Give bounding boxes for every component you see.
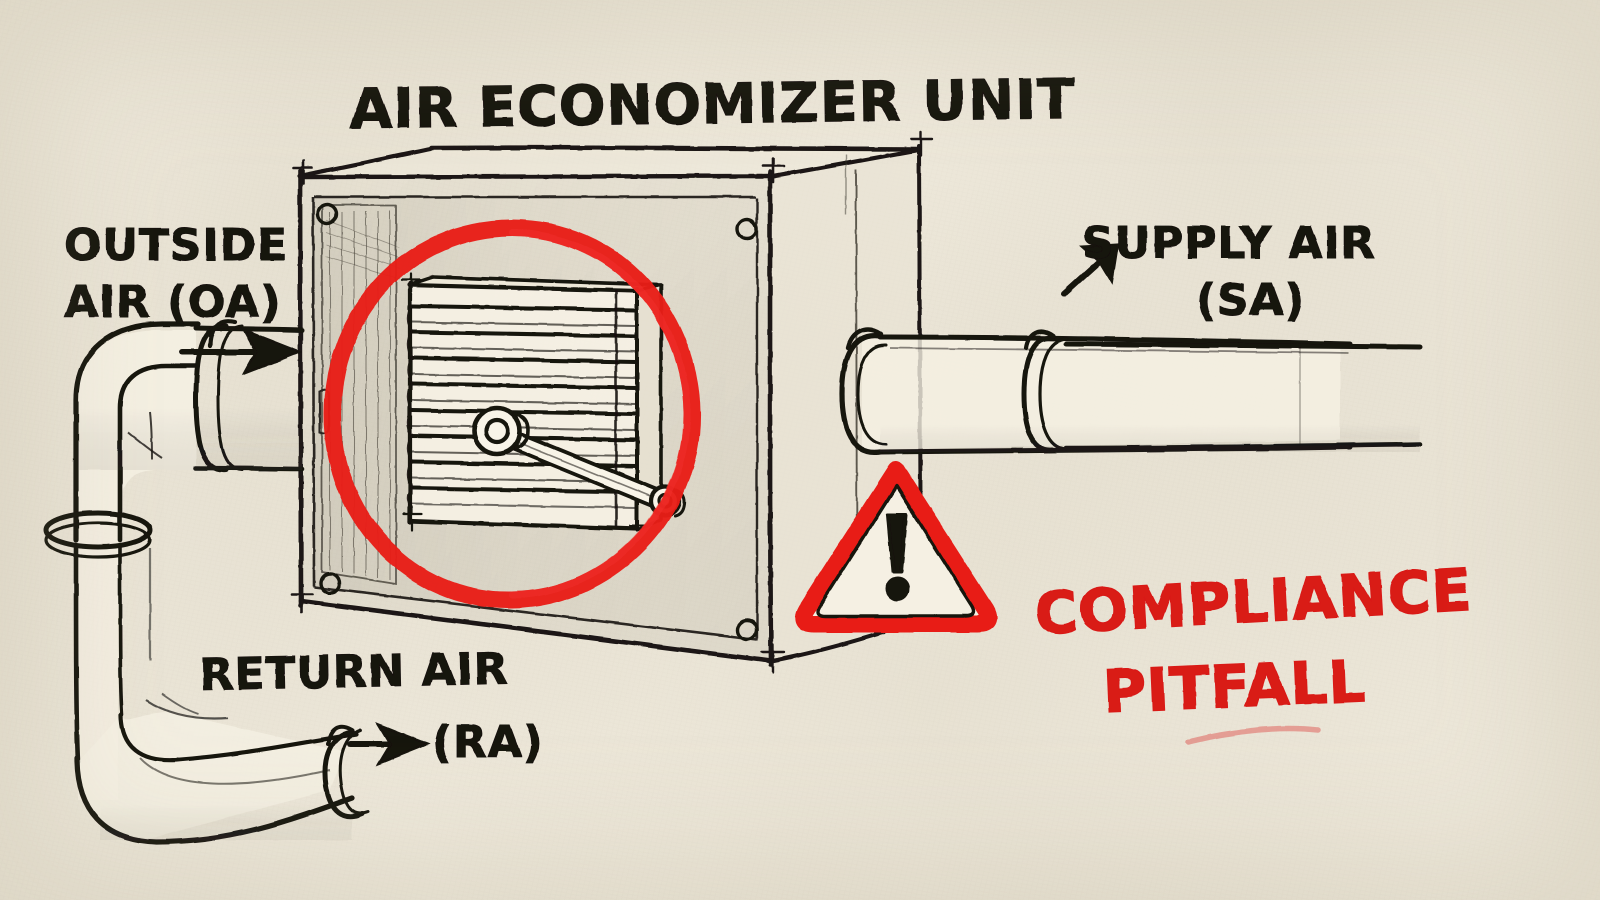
warning-triangle-icon — [794, 461, 998, 633]
bolt-icon — [735, 618, 759, 642]
outside-air-arrow-icon — [179, 328, 303, 376]
bolt-icon — [735, 217, 759, 241]
supply-air-arrow-icon — [1061, 242, 1120, 297]
return-air-duct — [74, 693, 370, 845]
bolt-icon — [315, 202, 339, 226]
supply-air-duct — [839, 327, 1423, 455]
bolt-icon — [318, 571, 342, 595]
callout-headline-line2: PITFALL — [1102, 647, 1368, 726]
supply-air-label-line1: SUPPLY AIR — [1082, 218, 1375, 269]
callout-headline-line1: COMPLIANCE — [1033, 556, 1474, 648]
highlight-circle — [323, 219, 701, 609]
compliance-pitfall-callout: COMPLIANCE PITFALL — [1032, 555, 1475, 745]
page-title: AIR ECONOMIZER UNIT — [349, 67, 1076, 141]
duct-flange-ring — [43, 510, 153, 559]
outside-air-label-line2: AIR (OA) — [64, 277, 281, 328]
return-air-label-line1: RETURN AIR — [199, 644, 509, 701]
return-air-arrow-icon — [347, 721, 431, 767]
duct-flange-ring — [839, 327, 888, 455]
outside-air-label-line1: OUTSIDE — [64, 220, 288, 271]
supply-air-label-line2: (SA) — [1196, 275, 1305, 326]
outside-air-duct — [43, 319, 305, 800]
return-air-label-line2: (RA) — [432, 717, 544, 768]
callout-underline — [1185, 725, 1321, 745]
louver-blades — [410, 304, 638, 509]
